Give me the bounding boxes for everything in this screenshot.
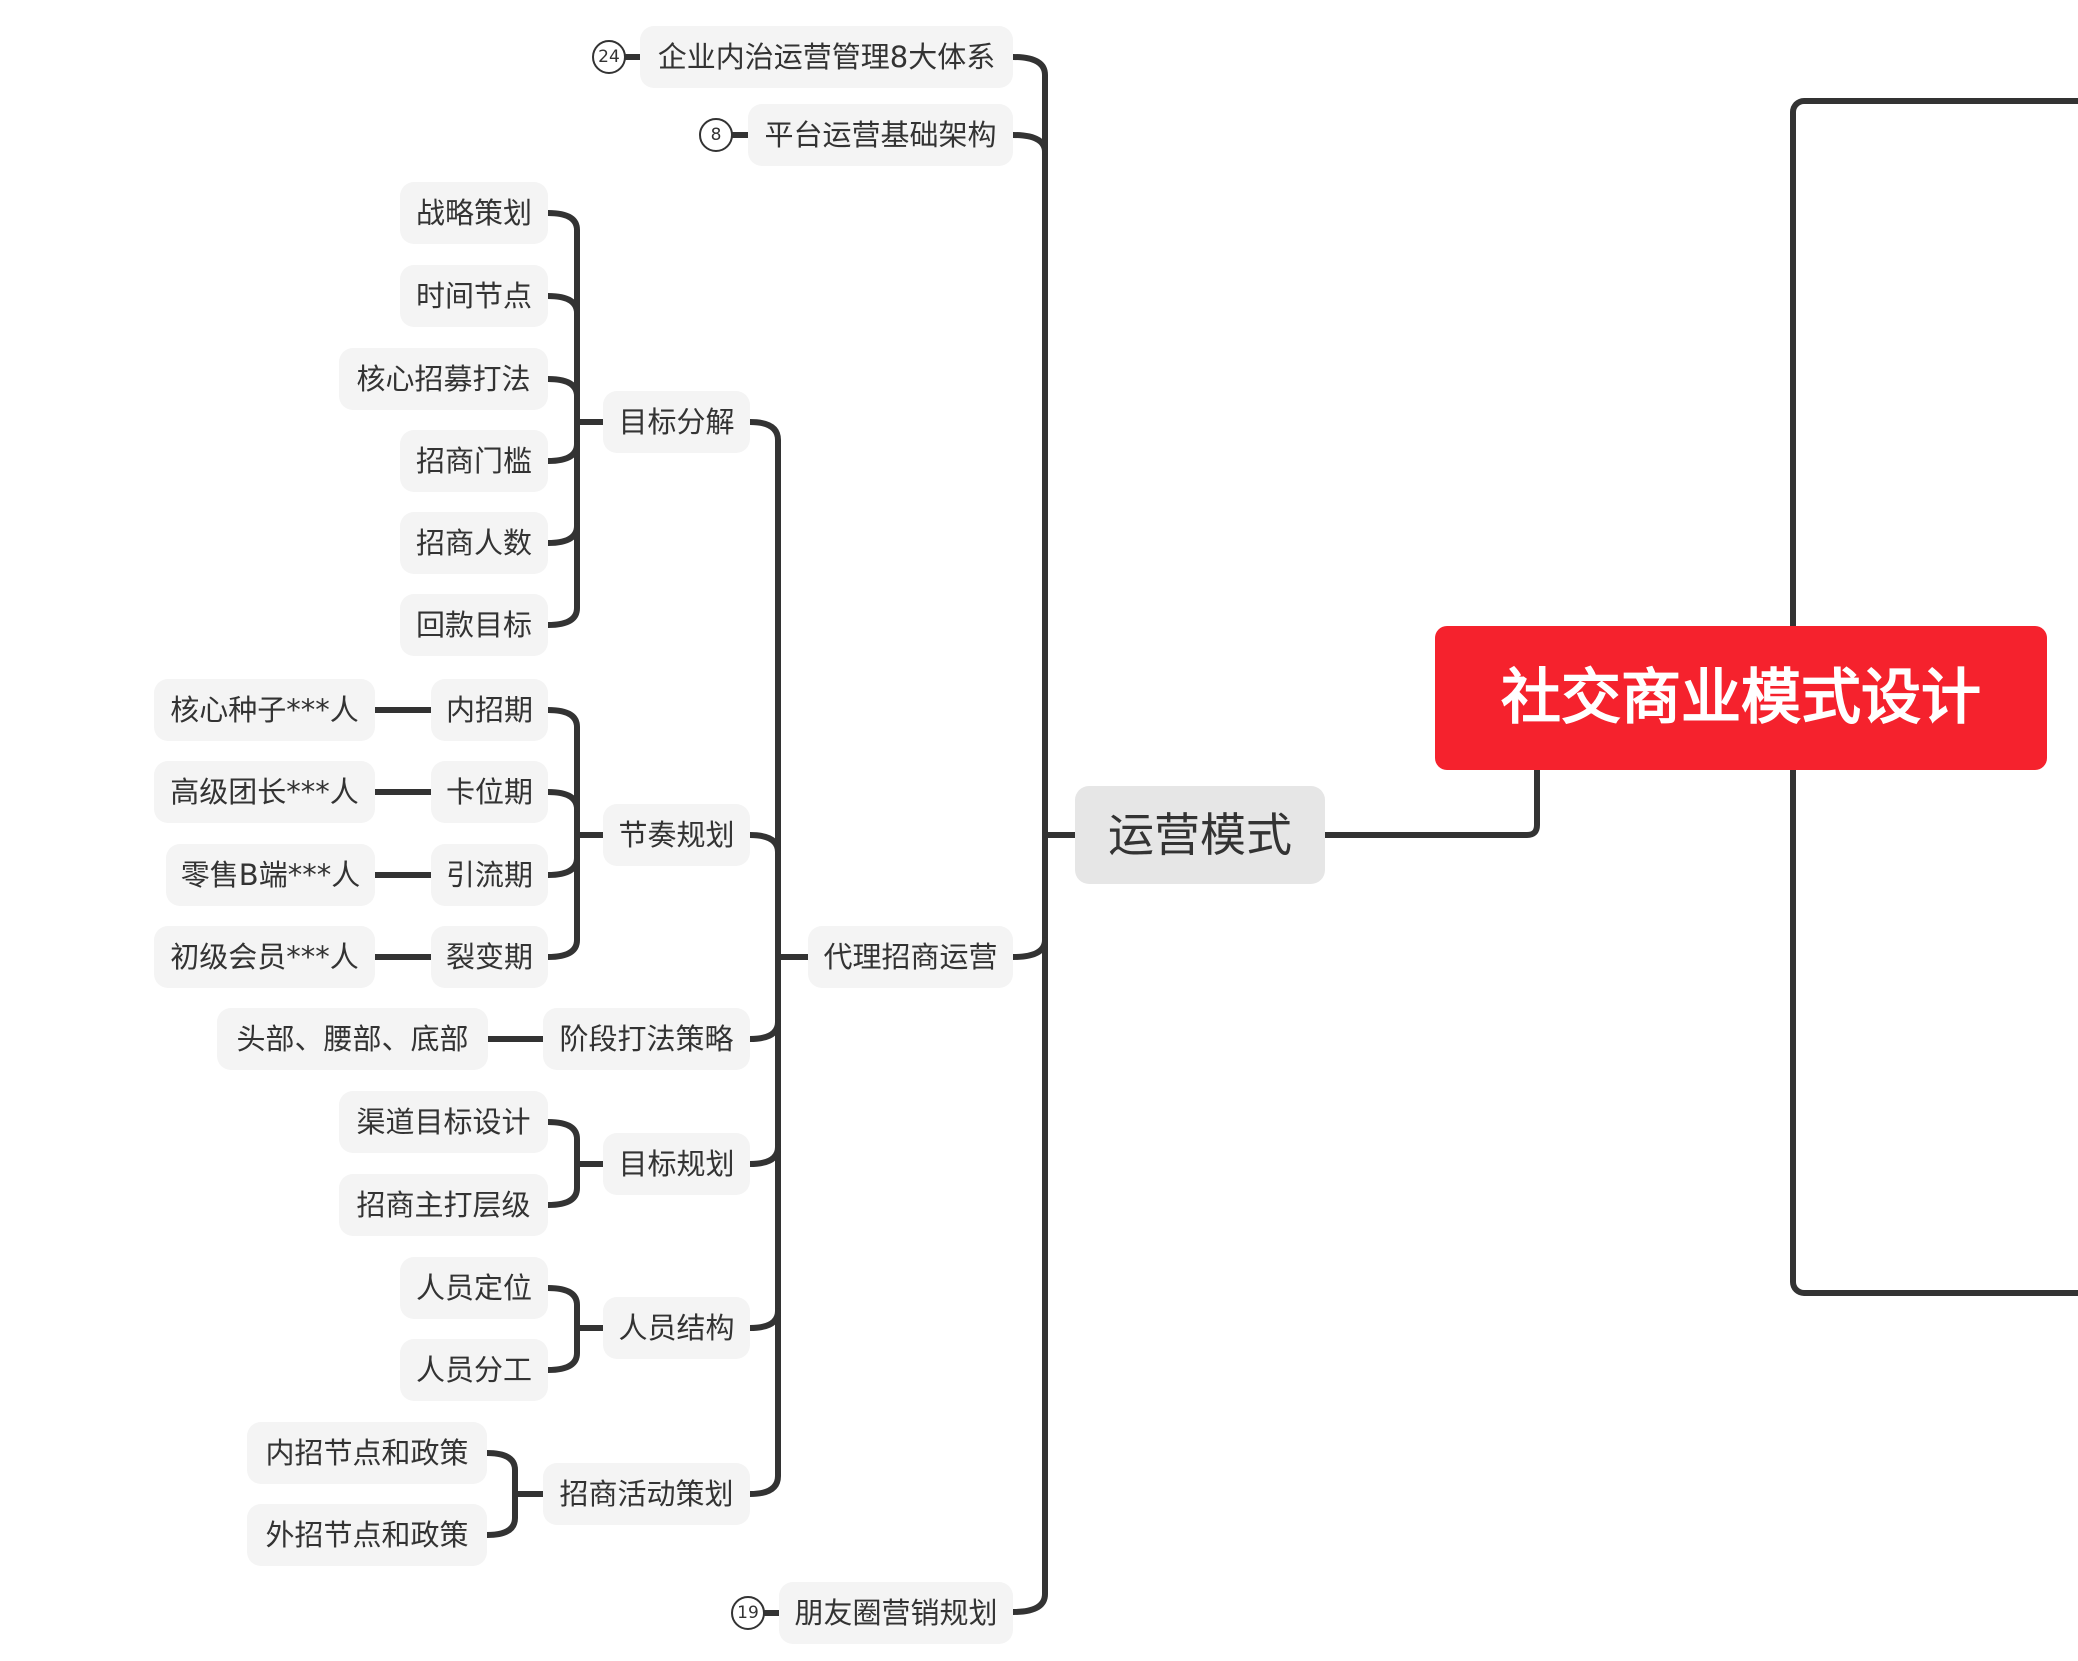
subtopic-item[interactable]: 回款目标: [400, 594, 548, 656]
topic-target-breakdown[interactable]: 目标分解: [603, 391, 750, 453]
branch-platform[interactable]: 平台运营基础架构: [748, 104, 1013, 166]
collapsed-count-badge[interactable]: 19: [731, 1596, 765, 1630]
subtopic-phase[interactable]: 卡位期: [431, 761, 548, 823]
subtopic-item[interactable]: 招商主打层级: [339, 1174, 548, 1236]
subtopic-item[interactable]: 渠道目标设计: [339, 1091, 548, 1153]
subtopic-phase[interactable]: 裂变期: [431, 926, 548, 988]
connector-trunk-platform: [1010, 132, 1048, 155]
connector-breakdown-b2: [545, 293, 580, 316]
connector-agency-spine: [747, 419, 781, 1497]
subtopic-item[interactable]: 核心招募打法: [339, 348, 548, 410]
connector-staff-spine: [545, 1285, 580, 1373]
subtopic-phase[interactable]: 内招期: [431, 679, 548, 741]
connector-rhythm-b3: [545, 855, 580, 878]
branch-internal-system[interactable]: 企业内治运营管理8大体系: [640, 26, 1013, 88]
connector-agency-staff: [747, 1308, 781, 1331]
subtopic-item[interactable]: 招商人数: [400, 512, 548, 574]
topic-stage-strategy[interactable]: 阶段打法策略: [543, 1008, 750, 1070]
branch-moments[interactable]: 朋友圈营销规划: [779, 1582, 1013, 1644]
connector-agency-targetplan: [747, 1144, 781, 1167]
topic-rhythm-plan[interactable]: 节奏规划: [603, 804, 750, 866]
collapsed-count-badge[interactable]: 8: [699, 118, 733, 152]
subtopic-item[interactable]: 外招节点和政策: [247, 1504, 487, 1566]
subtopic-stage-detail[interactable]: 头部、腰部、底部: [217, 1008, 488, 1070]
topic-staffing[interactable]: 人员结构: [603, 1297, 750, 1359]
collapsed-count-badge[interactable]: 24: [592, 40, 626, 74]
connector-targetplan-spine: [545, 1119, 580, 1208]
subtopic-phase[interactable]: 引流期: [431, 844, 548, 906]
subtopic-phase-detail[interactable]: 初级会员***人: [154, 926, 375, 988]
connector-trunk: [1010, 54, 1048, 1615]
subtopic-item[interactable]: 人员定位: [400, 1257, 548, 1319]
connector-campaign-spine: [484, 1450, 518, 1538]
root-topic[interactable]: 社交商业模式设计: [1435, 626, 2047, 770]
topic-campaign[interactable]: 招商活动策划: [543, 1463, 750, 1525]
subtopic-phase-detail[interactable]: 零售B端***人: [166, 844, 375, 906]
subtopic-phase-detail[interactable]: 核心种子***人: [154, 679, 375, 741]
subtopic-phase-detail[interactable]: 高级团长***人: [154, 761, 375, 823]
connector-rhythm-b2: [545, 789, 580, 812]
connector-agency-rhythm: [747, 832, 781, 855]
subtopic-item[interactable]: 招商门槛: [400, 430, 548, 492]
connector-breakdown-b4: [545, 441, 580, 464]
connector-root-main: [1322, 767, 1540, 838]
main-topic-operation-mode[interactable]: 运营模式: [1075, 786, 1325, 884]
connector-breakdown-spine: [545, 210, 580, 628]
connector-trunk-agency: [1010, 937, 1048, 960]
connector-agency-stage: [747, 1019, 781, 1042]
connector-breakdown-b3: [545, 376, 580, 399]
connector-rhythm-spine: [545, 707, 580, 960]
branch-agency[interactable]: 代理招商运营: [808, 926, 1013, 988]
topic-target-plan[interactable]: 目标规划: [603, 1133, 750, 1195]
subtopic-item[interactable]: 时间节点: [400, 265, 548, 327]
connector-breakdown-b5: [545, 523, 580, 546]
subtopic-item[interactable]: 内招节点和政策: [247, 1422, 487, 1484]
subtopic-item[interactable]: 战略策划: [400, 182, 548, 244]
subtopic-item[interactable]: 人员分工: [400, 1339, 548, 1401]
